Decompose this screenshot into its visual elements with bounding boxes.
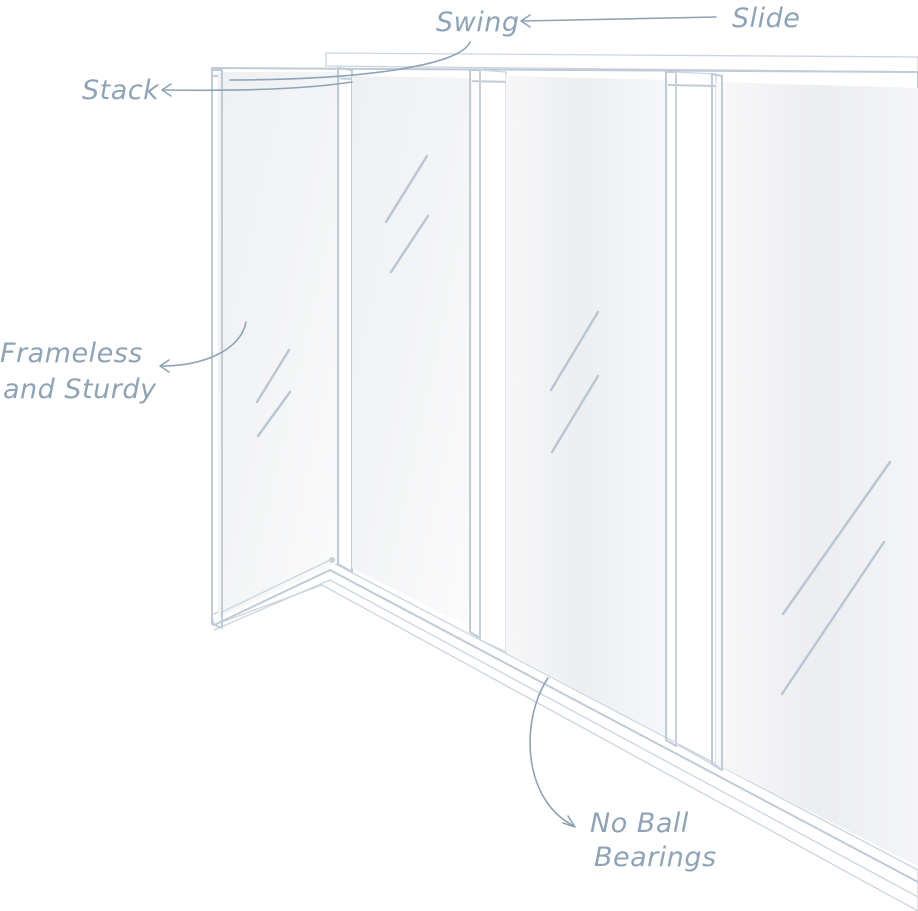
frameless-label-line2: and Sturdy <box>3 374 157 405</box>
stack-label: Stack <box>82 75 160 106</box>
glass-reflection <box>549 310 600 392</box>
bearings-arrowhead <box>562 815 576 828</box>
stack-arrowhead <box>161 83 172 97</box>
swing-label: Swing <box>436 7 519 38</box>
glass-reflection <box>256 390 292 438</box>
annotation-frameless: Frameless and Sturdy <box>0 321 247 405</box>
annotation-stack: Stack <box>82 75 353 106</box>
stack-arrow <box>163 81 353 92</box>
bearings-label-line1: No Ball <box>590 808 689 839</box>
bearings-label-line2: Bearings <box>594 842 717 873</box>
glass-panel-4 <box>711 73 918 866</box>
slide-arrowhead <box>520 14 531 28</box>
glass-reflection <box>781 460 892 616</box>
glass-panel-2 <box>352 69 507 653</box>
frameless-arrow <box>161 321 247 367</box>
glass-reflection <box>550 374 600 454</box>
glass-reflection <box>384 154 429 224</box>
glass-panel-3 <box>506 71 717 767</box>
slide-label: Slide <box>732 3 800 34</box>
glass-reflection <box>255 348 291 404</box>
annotation-bearings: No Ball Bearings <box>529 677 717 873</box>
frameless-arrowhead <box>159 359 170 373</box>
bearings-arrow <box>529 677 575 827</box>
frameless-label-line1: Frameless <box>0 338 143 369</box>
glass-reflection <box>780 540 886 696</box>
glass-reflection <box>389 214 430 274</box>
glass-panel-side <box>211 67 353 629</box>
swing-arrow <box>229 41 471 81</box>
annotation-swing: Swing <box>229 7 519 81</box>
slide-arrow <box>521 16 717 22</box>
hinge <box>329 557 335 563</box>
annotation-slide: Slide <box>520 3 800 34</box>
